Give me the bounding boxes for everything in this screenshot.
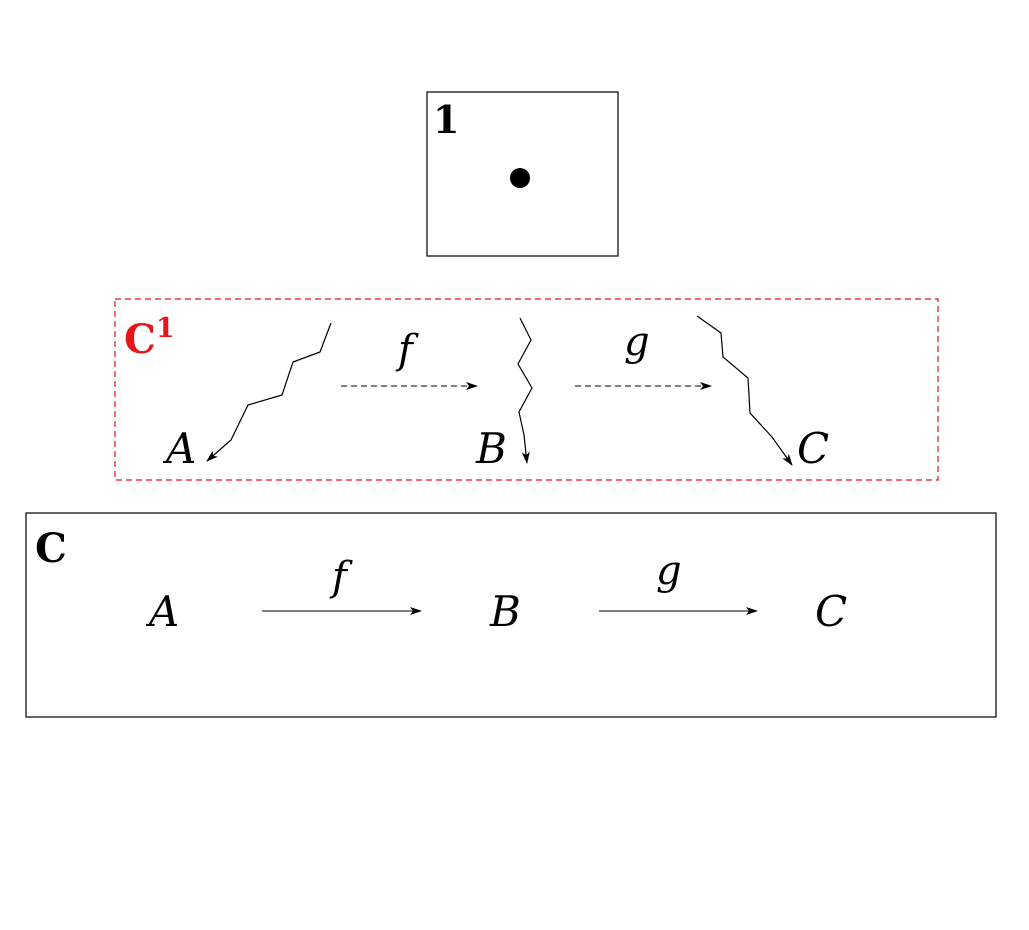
c-box-frame bbox=[25, 512, 997, 718]
c1-box-label: C1 bbox=[124, 313, 175, 363]
c1-box-frame bbox=[114, 298, 939, 481]
c-object-a-label: A bbox=[145, 587, 179, 636]
c-box-label: C bbox=[35, 525, 67, 572]
c-category-box: C A f B g C bbox=[25, 512, 997, 718]
terminal-category-box: 1 bbox=[426, 91, 619, 257]
c1-object-b-path bbox=[517, 317, 533, 464]
c1-label-superscript: 1 bbox=[156, 313, 175, 344]
c-morphism-g-label: g bbox=[656, 548, 682, 594]
c-object-b-label: B bbox=[489, 587, 521, 636]
c1-object-a-label: A bbox=[162, 424, 196, 473]
terminal-box-frame bbox=[426, 91, 619, 257]
c1-category-box: C1 A f B g C bbox=[114, 298, 939, 481]
c1-object-c-path bbox=[696, 315, 793, 466]
c-morphism-f-label: f bbox=[329, 554, 353, 600]
c1-object-a-path bbox=[206, 322, 332, 462]
c-object-c-label: C bbox=[815, 587, 847, 636]
c1-object-b-label: B bbox=[475, 424, 507, 473]
c1-morphism-g-label: g bbox=[624, 319, 650, 365]
c1-label-main: C bbox=[124, 316, 156, 363]
terminal-box-label: 1 bbox=[433, 97, 459, 142]
c1-object-c-label: C bbox=[797, 424, 829, 473]
c1-morphism-f-label: f bbox=[395, 327, 419, 373]
terminal-object-dot bbox=[510, 168, 530, 188]
